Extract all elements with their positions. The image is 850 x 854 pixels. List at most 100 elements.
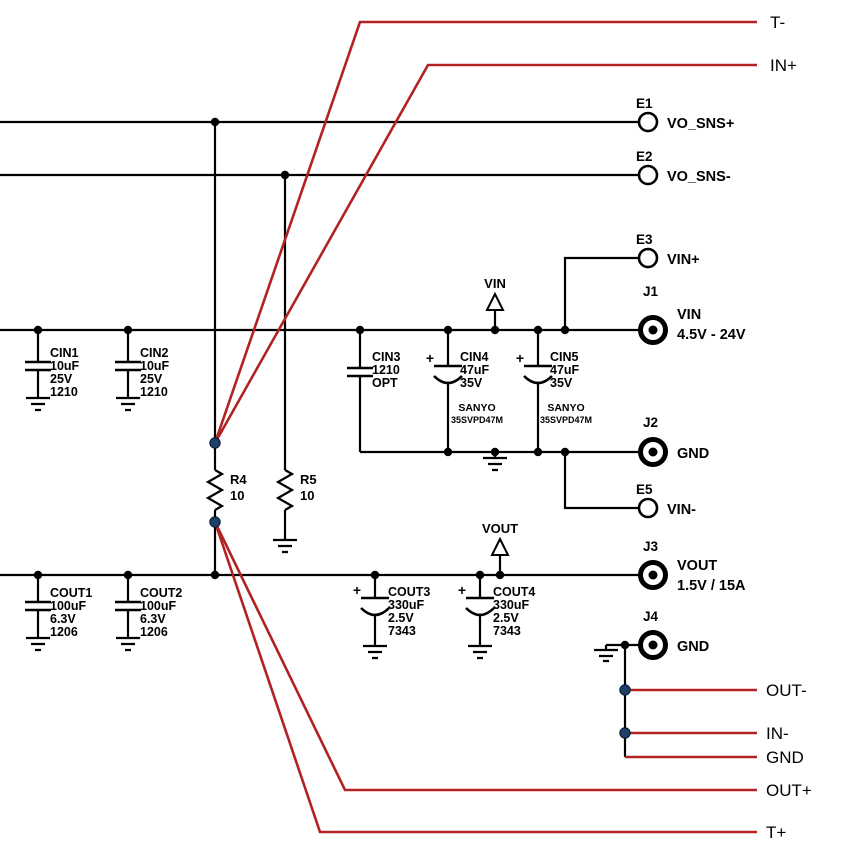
cap-value: 330uF bbox=[493, 598, 529, 612]
cap-package: 1210 bbox=[372, 363, 400, 377]
terminal-ref: J4 bbox=[643, 609, 659, 624]
cap-plate-curved bbox=[433, 375, 463, 385]
probe-wire-out-plus bbox=[213, 521, 757, 792]
junction-dot bbox=[533, 447, 543, 457]
cap-voltage: 35V bbox=[550, 376, 573, 390]
cap-polarity: + bbox=[426, 350, 434, 366]
terminal-e1: E1 VO_SNS+ bbox=[636, 96, 734, 133]
terminal-name: VO_SNS+ bbox=[667, 116, 734, 132]
cap-ref: COUT3 bbox=[388, 585, 430, 599]
terminal-e3: E3 VIN+ bbox=[636, 232, 700, 269]
probe-dot-vout bbox=[209, 516, 221, 528]
cap-package: 1206 bbox=[50, 625, 78, 639]
banana-jack-center bbox=[648, 447, 658, 457]
probe-dot-out-minus bbox=[619, 684, 631, 696]
capacitor-cin2: CIN2 10uF 25V 1210 bbox=[115, 330, 170, 412]
probe-wire-t-plus bbox=[213, 521, 757, 834]
capacitor-cout4: + COUT4 330uF 2.5V 7343 bbox=[458, 575, 535, 660]
banana-jack-center bbox=[648, 640, 658, 650]
cap-value: 47uF bbox=[460, 363, 490, 377]
ground-symbol bbox=[116, 636, 140, 652]
capacitor-cin4: + CIN4 47uF 35V SANYO 35SVPD47M bbox=[426, 330, 503, 452]
cap-voltage: 35V bbox=[460, 376, 483, 390]
junction-dot bbox=[560, 325, 570, 335]
probe-label-t-plus: T+ bbox=[766, 823, 786, 842]
cap-package: 1210 bbox=[140, 385, 168, 399]
junction-dot bbox=[490, 447, 500, 457]
probe-label-group: T- IN+ OUT- IN- GND OUT+ T+ bbox=[766, 13, 812, 842]
cap-voltage: 6.3V bbox=[140, 612, 166, 626]
ground-symbol bbox=[273, 538, 297, 554]
cap-value: 330uF bbox=[388, 598, 424, 612]
cap-ref: COUT4 bbox=[493, 585, 535, 599]
turret-terminal-icon bbox=[637, 164, 659, 186]
cap-plate-curved bbox=[360, 607, 390, 617]
cap-ref: CIN1 bbox=[50, 346, 79, 360]
cap-option: OPT bbox=[372, 376, 398, 390]
junction-dot bbox=[33, 570, 43, 580]
terminal-e2: E2 VO_SNS- bbox=[636, 149, 731, 186]
probe-label-gnd: GND bbox=[766, 748, 804, 767]
cap-plates bbox=[115, 360, 141, 372]
junction-dot bbox=[33, 325, 43, 335]
cap-polarity: + bbox=[353, 582, 361, 598]
resistor-value: 10 bbox=[230, 488, 244, 503]
ground-symbol bbox=[116, 396, 140, 412]
cap-voltage: 6.3V bbox=[50, 612, 76, 626]
terminal-e5: E5 VIN- bbox=[636, 482, 696, 519]
up-arrow-icon bbox=[485, 291, 505, 311]
jack-j4: J4 GND bbox=[638, 609, 709, 660]
junction-dot bbox=[123, 325, 133, 335]
capacitor-cin5: + CIN5 47uF 35V SANYO 35SVPD47M bbox=[516, 330, 592, 452]
terminal-name: VIN- bbox=[667, 502, 696, 518]
probe-label-in-minus: IN- bbox=[766, 724, 789, 743]
junction-dot bbox=[533, 325, 543, 335]
junction-dot bbox=[280, 170, 290, 180]
cap-ref: COUT1 bbox=[50, 586, 92, 600]
terminal-ref: E3 bbox=[636, 232, 653, 247]
probe-dot-sense-plus bbox=[209, 437, 221, 449]
cap-ref: CIN4 bbox=[460, 350, 489, 364]
cap-package: 7343 bbox=[388, 624, 416, 638]
ground-symbol bbox=[483, 456, 507, 472]
terminal-ref: J2 bbox=[643, 415, 658, 430]
terminal-detail: 1.5V / 15A bbox=[677, 578, 746, 594]
cap-value: 100uF bbox=[140, 599, 176, 613]
cap-polarity: + bbox=[516, 350, 524, 366]
j4-ground bbox=[594, 645, 618, 663]
turret-terminal-icon bbox=[637, 497, 659, 519]
banana-jack-center bbox=[648, 570, 658, 580]
jack-j1: J1 VIN 4.5V - 24V bbox=[638, 284, 746, 345]
cap-part-number: 35SVPD47M bbox=[540, 415, 592, 425]
terminal-ref: J1 bbox=[643, 284, 659, 299]
cap-polarity: + bbox=[458, 582, 466, 598]
jack-j3: J3 VOUT 1.5V / 15A bbox=[638, 539, 746, 594]
up-arrow-icon bbox=[490, 536, 510, 556]
cap-plates bbox=[347, 366, 373, 378]
terminal-ref: J3 bbox=[643, 539, 659, 554]
cap-package: 1206 bbox=[140, 625, 168, 639]
turret-terminal-icon bbox=[637, 111, 659, 133]
terminal-name: GND bbox=[677, 446, 709, 462]
terminal-detail: 4.5V - 24V bbox=[677, 327, 746, 343]
turret-terminal-icon bbox=[637, 247, 659, 269]
resistor-ref: R4 bbox=[230, 472, 247, 487]
cap-package: 1210 bbox=[50, 385, 78, 399]
terminal-name: VO_SNS- bbox=[667, 169, 731, 185]
cap-part-number: 35SVPD47M bbox=[451, 415, 503, 425]
cap-plates bbox=[115, 600, 141, 612]
ground-symbol bbox=[26, 636, 50, 652]
probe-wire-in-plus bbox=[213, 63, 757, 444]
net-flag-vout: VOUT bbox=[482, 521, 518, 575]
probe-label-out-plus: OUT+ bbox=[766, 781, 812, 800]
cap-ref: CIN2 bbox=[140, 346, 169, 360]
terminal-name: VIN+ bbox=[667, 252, 700, 268]
net-flag-label: VOUT bbox=[482, 521, 518, 536]
junction-dot bbox=[560, 447, 570, 457]
cap-plate-curved bbox=[465, 607, 495, 617]
jack-j2: J2 GND bbox=[638, 415, 709, 467]
cap-manufacturer: SANYO bbox=[458, 402, 495, 414]
junction-dot bbox=[443, 325, 453, 335]
wire-e5-branch bbox=[563, 452, 638, 510]
